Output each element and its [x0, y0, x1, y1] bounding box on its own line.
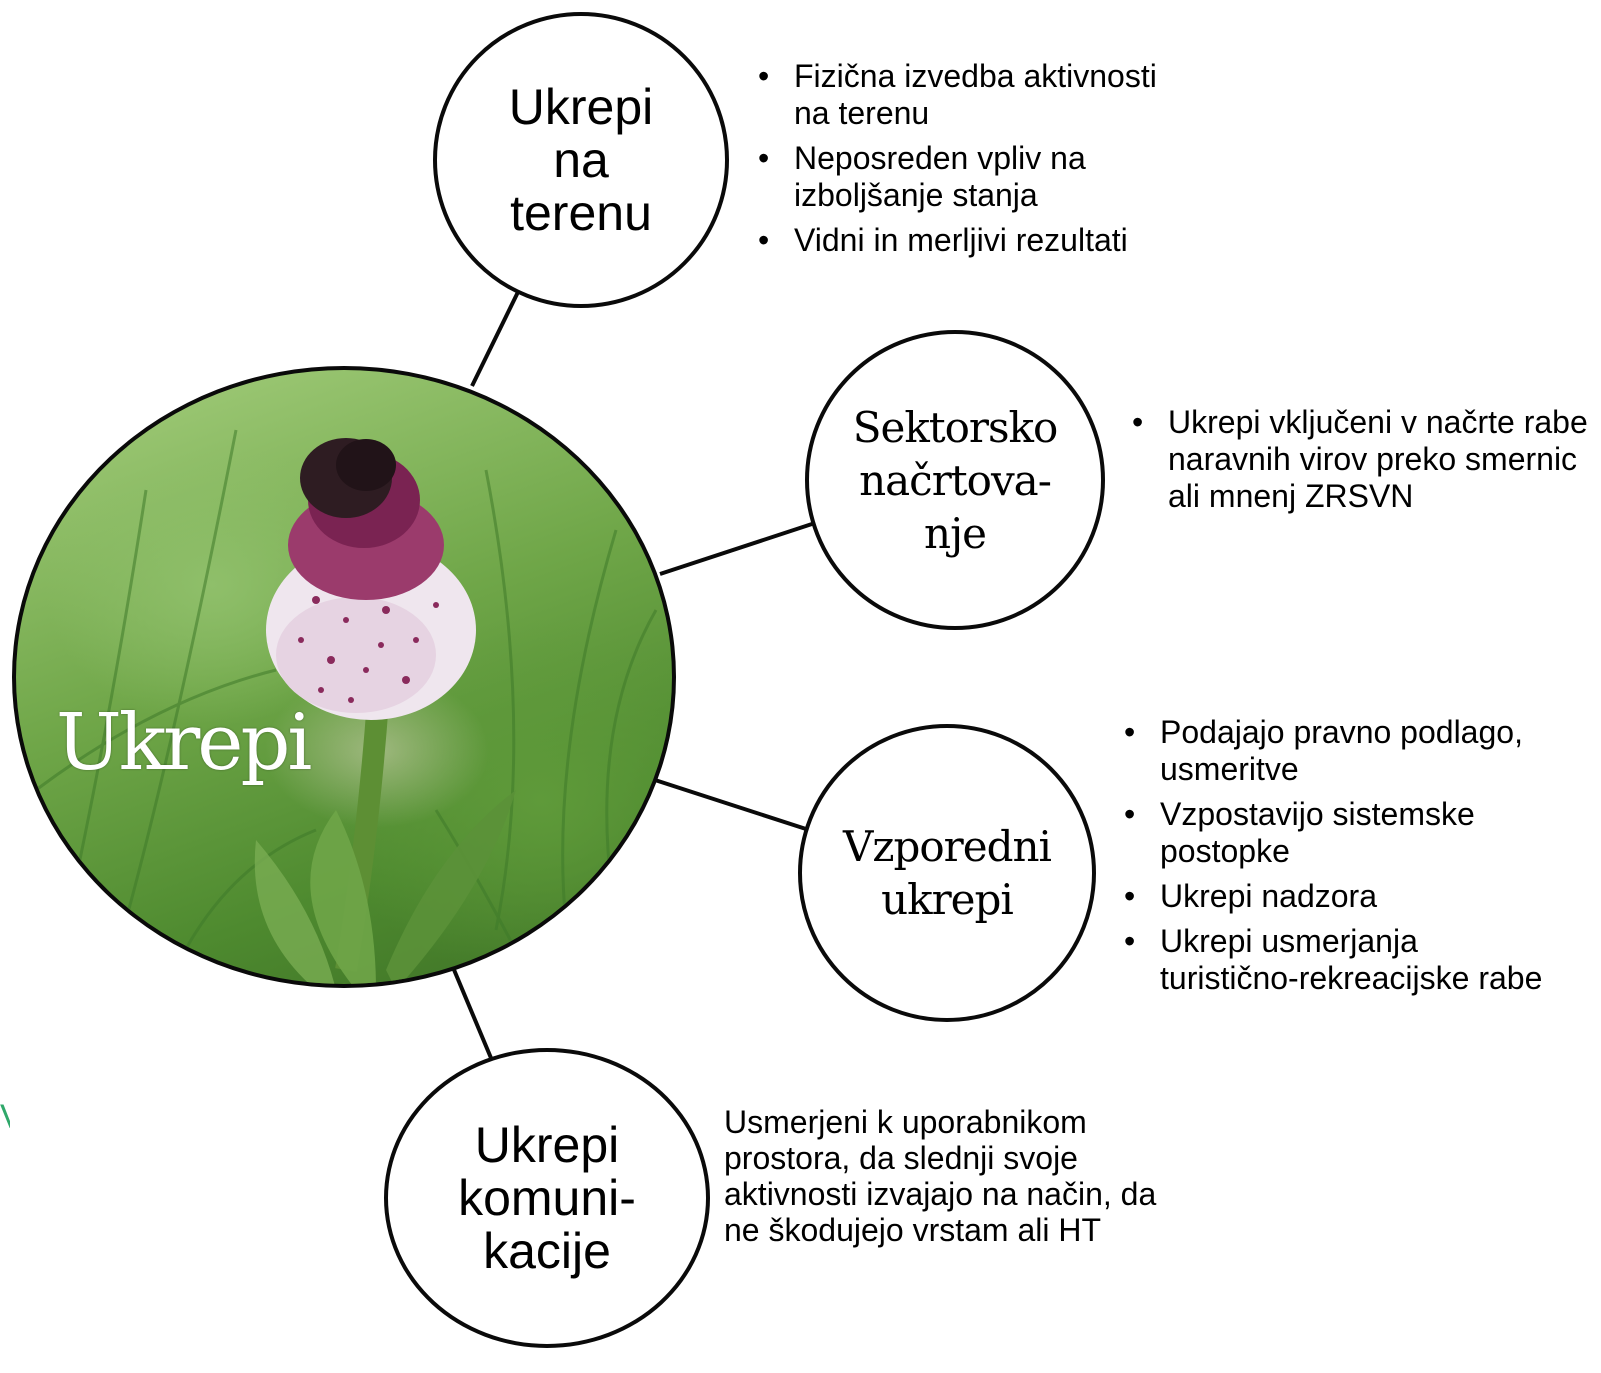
node-vzporedni-ukrepi: Vzporedni ukrepi [798, 724, 1096, 1022]
bullet-item: Ukrepi usmerjanja turistično-rekreacijsk… [1124, 923, 1544, 997]
center-label: Ukrepi [56, 698, 312, 788]
node-line: Sektorsko [852, 402, 1059, 452]
bullet-item: Fizična izvedba aktivnosti na terenu [758, 58, 1198, 132]
node-line: nje [924, 508, 987, 558]
node-line: Vzporedni [843, 822, 1052, 871]
node-line: načrtova- [859, 455, 1052, 505]
bullet-item: Vidni in merljivi rezultati [758, 222, 1198, 259]
node-sektorsko-nacrtovanje: Sektorsko načrtova- nje [805, 330, 1105, 630]
node-line: kacije [483, 1222, 611, 1279]
orchid-illustration [35, 429, 658, 984]
connector-teren [470, 291, 520, 387]
node-line: Ukrepi [508, 78, 654, 135]
komunikacija-description: Usmerjeni k uporabnikom prostora, da sle… [724, 1104, 1157, 1248]
connector-sektorsko [659, 521, 816, 576]
bullet-item: Podajajo pravno podlago, usmeritve [1124, 714, 1544, 788]
bullet-item: Ukrepi nadzora [1124, 878, 1544, 915]
node-line: komuni- [458, 1169, 636, 1226]
orchid-photo-circle: Ukrepi [12, 366, 676, 988]
bullet-list-sektorsko: Ukrepi vključeni v načrte rabe naravnih … [1132, 404, 1601, 523]
bullet-item: Ukrepi vključeni v načrte rabe naravnih … [1132, 404, 1601, 515]
bullet-item: Vzpostavijo sistemske postopke [1124, 796, 1544, 870]
node-line: terenu [510, 184, 652, 241]
edge-glyph: V [0, 1098, 10, 1134]
node-ukrepi-na-terenu: Ukrepi na terenu [433, 12, 729, 308]
node-line: Ukrepi [474, 1116, 620, 1173]
bullet-item: Neposreden vpliv na izboljšanje stanja [758, 140, 1198, 214]
node-line: ukrepi [881, 875, 1014, 924]
connector-vzporedni [654, 778, 807, 831]
bullet-list-vzporedni: Podajajo pravno podlago, usmeritve Vzpos… [1124, 714, 1544, 1005]
bullet-list-teren: Fizična izvedba aktivnosti na terenu Nep… [758, 58, 1198, 267]
node-line: na [553, 131, 609, 188]
connector-komunikacija [450, 964, 493, 1059]
node-ukrepi-komunikacije: Ukrepi komuni- kacije [384, 1048, 710, 1348]
